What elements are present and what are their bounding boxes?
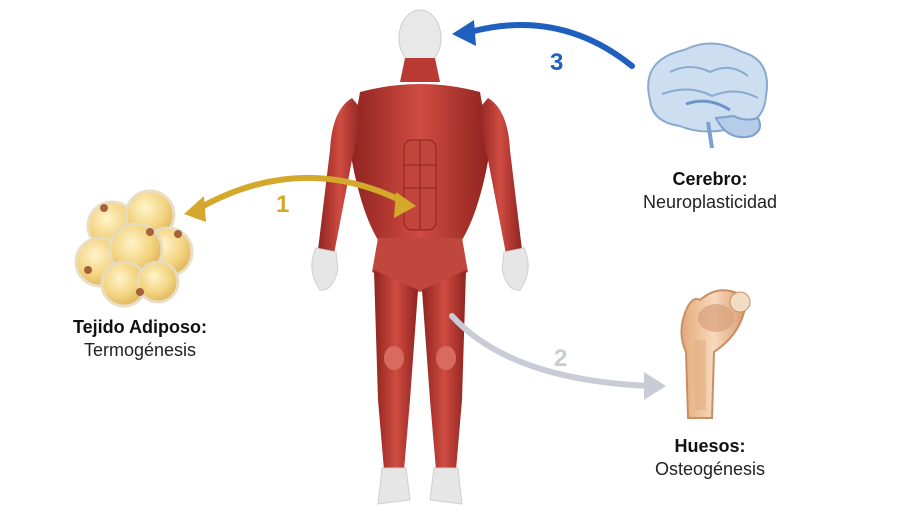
bone-title: Huesos: [674, 436, 746, 456]
bone-subtitle: Osteogénesis [654, 458, 766, 479]
arrow-1-number: 1 [276, 191, 289, 218]
brain-subtitle: Neuroplasticidad [642, 191, 778, 212]
arrow-2: 2 [449, 313, 666, 400]
bone-label: Huesos: Osteogénesis [590, 435, 830, 480]
arrow-2-number: 2 [554, 345, 567, 372]
brain-label: Cerebro: Neuroplasticidad [590, 168, 830, 213]
adipose-tissue-illustration [74, 189, 194, 308]
brain-illustration [647, 42, 768, 149]
femur-bone-illustration [680, 289, 751, 419]
muscular-human-figure [311, 9, 529, 505]
arrow-3-number: 3 [550, 49, 563, 76]
adipose-label: Tejido Adiposo: Termogénesis [20, 316, 260, 361]
arrow-3: 3 [452, 20, 635, 76]
arrow-1: 1 [184, 174, 416, 222]
adipose-subtitle: Termogénesis [83, 339, 197, 360]
brain-title: Cerebro: [672, 169, 748, 189]
adipose-title: Tejido Adiposo: [73, 317, 207, 337]
